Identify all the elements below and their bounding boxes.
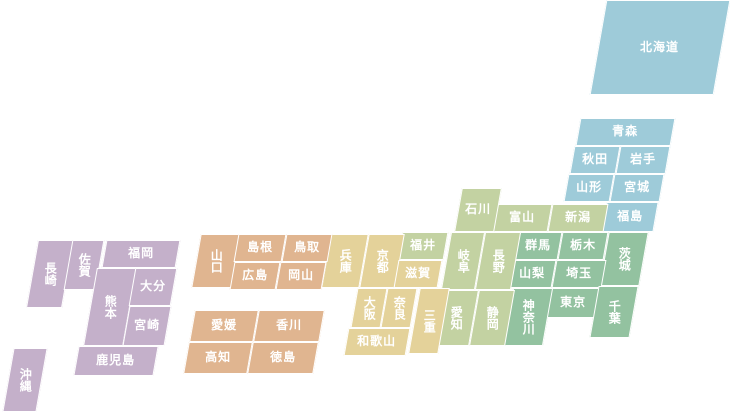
pref-fukuoka[interactable]: 福岡 — [101, 240, 181, 268]
pref-wakayama[interactable]: 和歌山 — [343, 328, 411, 356]
pref-miyagi[interactable]: 宮城 — [609, 174, 665, 202]
pref-ehime[interactable]: 愛媛 — [189, 310, 259, 342]
pref-kagawa[interactable]: 香川 — [253, 310, 325, 342]
pref-label: 三重 — [422, 309, 437, 333]
pref-label: 宮城 — [623, 180, 650, 195]
pref-tochigi[interactable]: 栃木 — [557, 232, 609, 260]
pref-label: 福岡 — [127, 246, 154, 261]
pref-miyazaki[interactable]: 宮崎 — [122, 306, 172, 346]
pref-label: 長野 — [491, 249, 506, 273]
pref-tokushima[interactable]: 徳島 — [247, 342, 319, 374]
pref-label: 栃木 — [569, 238, 596, 253]
pref-hokkaido[interactable]: 北海道 — [589, 0, 730, 95]
pref-label: 新潟 — [564, 210, 591, 225]
pref-fukushima[interactable]: 福島 — [601, 202, 659, 232]
pref-label: 千葉 — [607, 300, 622, 324]
pref-label: 群馬 — [524, 238, 551, 253]
pref-yamagata[interactable]: 山形 — [563, 174, 615, 202]
pref-label: 香川 — [275, 318, 302, 333]
pref-label: 静岡 — [485, 306, 500, 330]
pref-fukui[interactable]: 福井 — [397, 232, 449, 260]
pref-label: 福井 — [409, 238, 436, 253]
pref-okinawa[interactable]: 沖縄 — [2, 348, 48, 412]
pref-label: 鳥取 — [293, 240, 320, 255]
pref-chiba[interactable]: 千葉 — [589, 286, 639, 338]
pref-label: 富山 — [508, 210, 535, 225]
pref-label: 愛媛 — [210, 318, 237, 333]
pref-label: 岩手 — [629, 152, 656, 167]
pref-label: 滋賀 — [404, 266, 431, 281]
pref-label: 広島 — [241, 268, 268, 283]
pref-label: 神奈川 — [521, 299, 536, 335]
pref-akita[interactable]: 秋田 — [569, 146, 621, 174]
pref-hiroshima[interactable]: 広島 — [229, 262, 281, 290]
pref-oita[interactable]: 大分 — [128, 268, 178, 306]
pref-label: 沖縄 — [18, 368, 33, 392]
pref-shimane[interactable]: 島根 — [233, 234, 287, 262]
pref-gunma[interactable]: 群馬 — [513, 232, 563, 260]
pref-label: 大阪 — [362, 296, 377, 320]
pref-okayama[interactable]: 岡山 — [275, 262, 327, 290]
pref-label: 和歌山 — [357, 334, 397, 349]
pref-label: 埼玉 — [565, 266, 592, 281]
pref-label: 福島 — [616, 209, 643, 224]
pref-iwate[interactable]: 岩手 — [615, 146, 671, 174]
pref-label: 茨城 — [617, 247, 632, 271]
pref-aomori[interactable]: 青森 — [575, 118, 676, 146]
pref-label: 山梨 — [518, 266, 545, 281]
pref-tokyo[interactable]: 東京 — [545, 288, 601, 318]
pref-label: 石川 — [464, 202, 491, 217]
pref-label: 岡山 — [287, 268, 314, 283]
pref-label: 鹿児島 — [96, 353, 136, 368]
pref-label: 東京 — [559, 295, 586, 310]
pref-label: 秋田 — [581, 152, 608, 167]
pref-label: 京都 — [375, 249, 390, 273]
pref-label: 大分 — [139, 279, 166, 294]
pref-niigata[interactable]: 新潟 — [547, 204, 609, 232]
pref-label: 宮崎 — [133, 318, 160, 333]
pref-label: 岐阜 — [456, 249, 471, 273]
pref-label: 愛知 — [449, 306, 464, 330]
pref-shiga[interactable]: 滋賀 — [393, 260, 443, 288]
pref-label: 徳島 — [269, 350, 296, 365]
pref-label: 奈良 — [392, 296, 407, 320]
pref-toyama[interactable]: 富山 — [491, 204, 553, 232]
pref-label: 高知 — [204, 350, 231, 365]
pref-label: 北海道 — [640, 39, 680, 54]
pref-kagoshima[interactable]: 鹿児島 — [73, 346, 159, 376]
pref-saitama[interactable]: 埼玉 — [551, 260, 607, 288]
pref-label: 兵庫 — [338, 249, 353, 273]
pref-nara[interactable]: 奈良 — [380, 288, 418, 328]
pref-label: 佐賀 — [77, 253, 92, 277]
pref-label: 山口 — [209, 249, 224, 273]
pref-label: 長崎 — [43, 262, 58, 286]
pref-label: 山形 — [575, 180, 602, 195]
pref-label: 熊本 — [103, 295, 118, 319]
pref-ishikawa[interactable]: 石川 — [454, 188, 502, 232]
pref-kochi[interactable]: 高知 — [183, 342, 253, 374]
pref-label: 青森 — [612, 124, 639, 139]
pref-tottori[interactable]: 鳥取 — [281, 234, 333, 262]
pref-label: 島根 — [246, 240, 273, 255]
